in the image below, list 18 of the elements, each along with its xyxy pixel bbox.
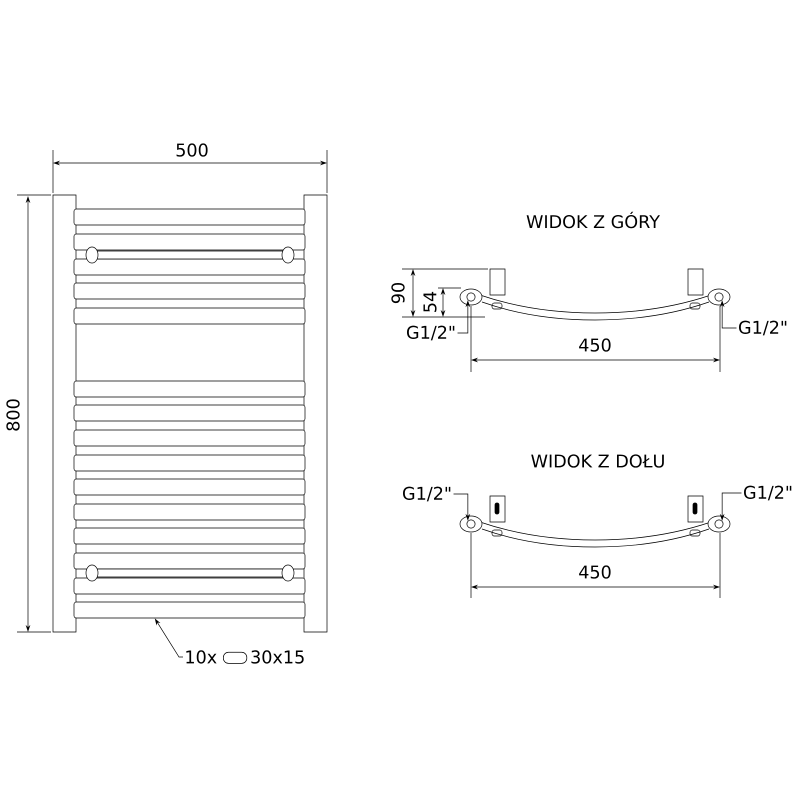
dimension-value: 90 [391,283,405,304]
thread-label: G1/2" [407,326,454,340]
connection-circle [714,520,724,528]
connection-circle [466,292,476,302]
connection-circle [714,292,724,302]
thread-label: G1/2" [744,486,792,500]
thread-label: G1/2" [739,320,786,336]
dimension-value: 500 [176,143,208,157]
connection-circle [466,520,476,528]
dimension-value: 450 [579,565,611,579]
dimension-value: 450 [579,338,611,352]
view-title: WIDOK Z GÓRY [526,212,660,228]
size-note: 10x 30x15 [186,650,304,664]
dimension-value: 54 [423,292,437,312]
view-title: WIDOK Z DOŁU [531,454,664,468]
thread-label: G1/2" [403,486,450,502]
dimension-value: 800 [6,399,20,431]
bar [74,602,306,618]
